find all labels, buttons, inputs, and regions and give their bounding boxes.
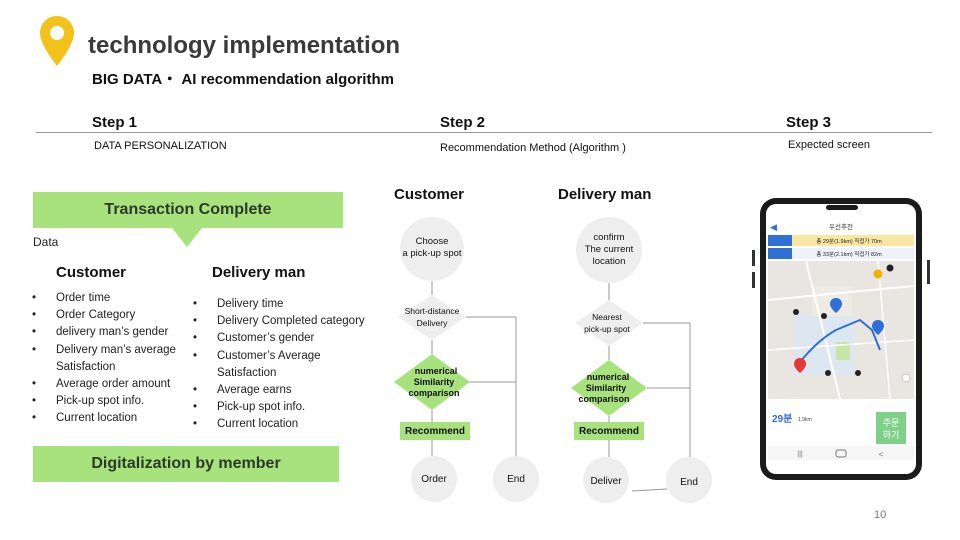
delivery-flow: confirm The current location Nearest pic…: [571, 217, 712, 503]
bike-icon: [821, 313, 827, 319]
digitalization-banner: Digitalization by member: [33, 446, 339, 482]
list-item: Delivery Completed category: [193, 313, 383, 330]
customer-order-node: [411, 456, 457, 502]
delivery-decision-text-2: pick-up spot: [584, 324, 630, 334]
route-option-1-text: 총 29분(1.9km) 직접가 70m: [816, 237, 882, 245]
bike-icon: [886, 264, 894, 272]
delivery-end-text: End: [680, 477, 698, 488]
delivery-recommend-node: [574, 422, 644, 440]
expected-screen-phone: ◀ 우선추천 총 29분(1.9km) 직접가 70m 총 33분(2.1km)…: [752, 198, 930, 480]
delivery-end-node: [666, 457, 712, 503]
list-item: Current location: [193, 416, 383, 433]
map-control-icon[interactable]: [901, 373, 911, 383]
route-option-2-text: 총 33분(2.1km) 직접가 82m: [816, 250, 882, 258]
data-label: Data: [33, 235, 59, 249]
order-button[interactable]: [876, 412, 906, 444]
delivery-start-node: [576, 217, 642, 283]
delivery-decision-node: [575, 300, 643, 346]
current-location-pin-icon: [794, 358, 806, 373]
customer-flow: Choose a pick-up spot Short-distance Del…: [394, 217, 539, 502]
step1-label: Step 1: [92, 114, 138, 131]
bike-icon: [825, 370, 831, 376]
flow-delivery-heading: Delivery man: [558, 186, 652, 203]
list-item: Pick-up spot info.: [32, 393, 192, 410]
route-line: [799, 318, 881, 363]
customer-decision-text-1: Short-distance: [405, 306, 460, 316]
list-item: Pick-up spot info.: [193, 399, 383, 416]
phone-header-title: 우선추천: [829, 222, 853, 231]
order-button-label-2: 하기: [883, 430, 900, 440]
delivery-compare-text-1: numerical: [587, 372, 630, 382]
home-icon[interactable]: [835, 449, 847, 458]
customer-data-list: Order time Order Category delivery man’s…: [32, 290, 192, 428]
delivery-compare-text-3: comparison: [578, 394, 629, 404]
delivery-decision-text-1: Nearest: [592, 312, 622, 322]
pickup-pin-icon: [872, 320, 884, 335]
bike-icon: [855, 370, 861, 376]
recent-apps-icon[interactable]: |||: [797, 451, 803, 458]
location-pin-icon: [40, 16, 74, 66]
customer-compare-text-2: Similarity: [414, 377, 455, 387]
bike-icon: [793, 309, 799, 315]
digitalization-label: Digitalization by member: [91, 455, 281, 472]
flowcharts: Choose a pick-up spot Short-distance Del…: [394, 217, 712, 503]
delivery-start-text-2: The current: [585, 244, 634, 255]
eta-detail: 1.9km: [798, 417, 812, 423]
customer-start-node: [400, 217, 464, 281]
order-button-label-1: 주문: [883, 418, 900, 428]
delivery-man-heading: Delivery man: [212, 264, 306, 281]
destination-pin-icon: [830, 298, 842, 313]
list-item: Average earns: [193, 382, 383, 399]
list-item: Delivery time: [193, 296, 383, 313]
customer-start-text-1: Choose: [416, 236, 449, 247]
page-subtitle: BIG DATA・ AI recommendation algorithm: [92, 71, 394, 88]
eta-text: 29분: [772, 413, 792, 425]
customer-start-text-2: a pick-up spot: [402, 248, 462, 259]
step1-desc: DATA PERSONALIZATION: [94, 140, 227, 152]
list-item: Current location: [32, 410, 192, 427]
step2-desc: Recommendation Method (Algorithm ): [440, 142, 626, 154]
customer-decision-node: [398, 295, 466, 340]
list-item: Customer’s Average Satisfaction: [193, 348, 383, 382]
delivery-compare-node: [571, 360, 647, 416]
customer-recommend-text: Recommend: [405, 426, 465, 437]
list-item: delivery man’s gender: [32, 324, 192, 341]
delivery-recommend-text: Recommend: [579, 426, 639, 437]
delivery-deliver-node: [583, 457, 629, 503]
customer-compare-text-3: comparison: [408, 388, 459, 398]
page-number: 10: [874, 509, 887, 521]
step3-desc: Expected screen: [788, 139, 870, 151]
transaction-complete-banner: Transaction Complete: [33, 192, 343, 228]
customer-recommend-node: [400, 422, 470, 440]
list-item: Average order amount: [32, 376, 192, 393]
customer-end-text: End: [507, 474, 525, 485]
delivery-start-text-1: confirm: [593, 232, 624, 243]
customer-compare-text-1: numerical: [415, 366, 458, 376]
step3-label: Step 3: [786, 114, 832, 131]
divider: [36, 132, 932, 133]
delivery-man-data-list: Delivery time Delivery Completed categor…: [193, 296, 383, 434]
list-item: Delivery man’s average Satisfaction: [32, 342, 192, 376]
customer-decision-text-2: Delivery: [417, 318, 448, 328]
transaction-complete-label: Transaction Complete: [104, 201, 272, 218]
down-arrow-icon: [172, 228, 202, 247]
customer-compare-node: [394, 354, 470, 410]
back-icon[interactable]: <: [879, 450, 884, 459]
delivery-compare-text-2: Similarity: [586, 383, 627, 393]
route-option-2[interactable]: [768, 248, 914, 259]
step2-label: Step 2: [440, 114, 486, 131]
list-item: Order Category: [32, 307, 192, 324]
page-title: technology implementation: [88, 32, 401, 59]
customer-end-node: [493, 456, 539, 502]
flow-customer-heading: Customer: [394, 186, 465, 203]
delivery-start-text-3: location: [593, 256, 626, 267]
customer-order-text: Order: [421, 474, 447, 485]
route-option-1[interactable]: [768, 235, 914, 246]
back-arrow-icon[interactable]: ◀: [770, 222, 777, 232]
delivery-deliver-text: Deliver: [590, 476, 622, 487]
list-item: Order time: [32, 290, 192, 307]
customer-heading: Customer: [56, 264, 127, 281]
list-item: Customer’s gender: [193, 330, 383, 347]
